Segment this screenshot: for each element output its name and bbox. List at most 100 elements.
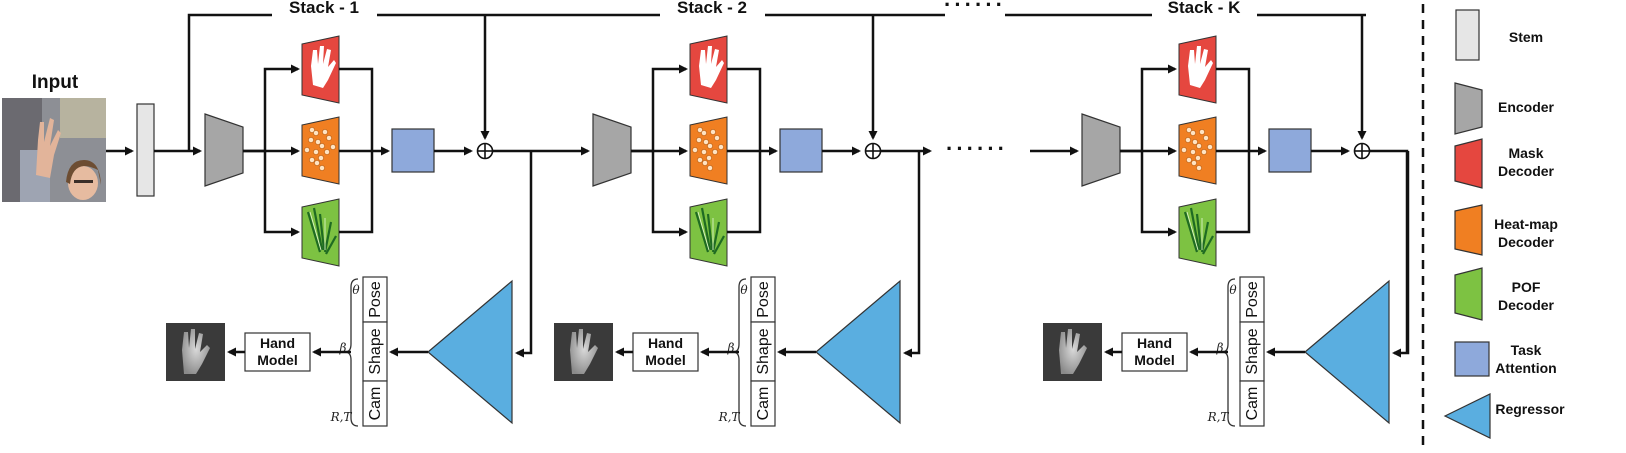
keypoint-icon bbox=[313, 130, 319, 136]
pof-vector-icon bbox=[694, 211, 710, 253]
shape-param-label: Shape bbox=[755, 328, 772, 374]
theta-label: θ bbox=[352, 283, 360, 297]
cam-param-box bbox=[750, 380, 776, 427]
heatmap-decoder-block bbox=[301, 116, 340, 185]
keypoint-icon bbox=[324, 149, 330, 155]
pose-param-box bbox=[750, 276, 776, 323]
pof-vector-icon bbox=[700, 207, 712, 251]
keypoint-icon bbox=[1186, 157, 1192, 163]
pof-vector-icon bbox=[706, 213, 714, 251]
legend-encoder-label: Encoder bbox=[1498, 99, 1555, 115]
pof-vector-icon bbox=[318, 213, 326, 251]
legend-pof-swatch bbox=[1454, 267, 1483, 321]
hand-model-label: Hand bbox=[260, 335, 295, 351]
task-attention-block bbox=[1268, 128, 1312, 173]
keypoint-icon bbox=[1201, 149, 1207, 155]
pof-vector-icon bbox=[1202, 235, 1214, 255]
keypoint-icon bbox=[712, 149, 718, 155]
regressor-block bbox=[427, 279, 513, 425]
legend-attention-label: Task bbox=[1511, 342, 1542, 358]
keypoint-icon bbox=[707, 165, 713, 171]
hand-model-label: Model bbox=[1134, 352, 1174, 368]
skip-connections bbox=[187, 5, 1367, 151]
pof-vector-icon bbox=[325, 235, 337, 255]
hand-mask-icon bbox=[699, 46, 724, 88]
legend-encoder-swatch bbox=[1454, 82, 1483, 135]
task-attention-block bbox=[779, 128, 823, 173]
beta-label: β bbox=[339, 341, 347, 355]
legend-mask-swatch bbox=[1454, 138, 1483, 189]
regressor-block bbox=[815, 279, 901, 425]
legend-heatmap-label: Heat-map bbox=[1494, 216, 1558, 232]
keypoint-icon bbox=[697, 127, 703, 133]
heatmap-decoder-block bbox=[1178, 116, 1217, 185]
keypoint-icon bbox=[701, 149, 707, 155]
encoder-block bbox=[1081, 113, 1121, 187]
pof-vector-icon bbox=[1195, 213, 1203, 251]
shape-param-box bbox=[1239, 321, 1265, 382]
keypoint-icon bbox=[322, 129, 328, 135]
pof-vector-icon bbox=[711, 221, 721, 253]
keypoint-icon bbox=[315, 139, 321, 145]
legend-mask-label: Decoder bbox=[1498, 163, 1555, 179]
keypoint-icon bbox=[706, 155, 712, 161]
pose-param-label: Pose bbox=[1244, 281, 1261, 318]
hand-model-label: Hand bbox=[648, 335, 683, 351]
keypoint-icon bbox=[309, 127, 315, 133]
rendered-hand-icon bbox=[1059, 329, 1087, 374]
cam-param-box bbox=[362, 380, 388, 427]
shape-param-label: Shape bbox=[1244, 328, 1261, 374]
ellipsis-top: ······ bbox=[944, 0, 1006, 17]
pose-param-label: Pose bbox=[755, 281, 772, 318]
heatmap-decoder-block bbox=[689, 116, 728, 185]
keypoint-icon bbox=[1185, 137, 1191, 143]
pof-vector-icon bbox=[1183, 211, 1199, 253]
hand-model-box bbox=[1121, 332, 1188, 372]
hand-model-label: Model bbox=[257, 352, 297, 368]
stack-k-title: Stack - K bbox=[1168, 0, 1241, 17]
pof-vector-icon bbox=[713, 235, 725, 255]
beta-label: β bbox=[1216, 341, 1224, 355]
keypoint-icon bbox=[692, 147, 698, 153]
keypoint-icon bbox=[714, 135, 720, 141]
keypoint-icon bbox=[696, 137, 702, 143]
keypoint-icon bbox=[707, 143, 713, 149]
keypoint-icon bbox=[326, 135, 332, 141]
stack-2-title: Stack - 2 bbox=[677, 0, 747, 17]
stem-block bbox=[136, 103, 155, 197]
legend-mask-label: Mask bbox=[1508, 145, 1543, 161]
hand-mask-icon bbox=[311, 46, 336, 88]
input-label: Input bbox=[32, 72, 79, 93]
keypoint-icon bbox=[1196, 165, 1202, 171]
pof-highlight-icon bbox=[697, 211, 710, 251]
keypoint-icon bbox=[309, 157, 315, 163]
legend-regressor-label: Regressor bbox=[1495, 401, 1565, 417]
keypoint-icon bbox=[702, 160, 708, 166]
encoder-block bbox=[204, 113, 244, 187]
legend-attention-label: Attention bbox=[1495, 360, 1556, 376]
legend-heatmap-label: Decoder bbox=[1498, 234, 1555, 250]
stack-1-title: Stack - 1 bbox=[289, 0, 359, 17]
keypoint-icon bbox=[1186, 127, 1192, 133]
ellipsis-middle: ······ bbox=[946, 136, 1008, 161]
pof-vector-icon bbox=[1189, 207, 1201, 251]
keypoint-icon bbox=[330, 144, 336, 150]
encoder-block bbox=[592, 113, 632, 187]
hand-model-box bbox=[632, 332, 699, 372]
rendered-hand-icon bbox=[570, 329, 598, 374]
legend-stem-swatch bbox=[1455, 9, 1480, 61]
keypoint-icon bbox=[1192, 139, 1198, 145]
keypoint-icon bbox=[1191, 160, 1197, 166]
pof-highlight-icon bbox=[309, 211, 322, 251]
pof-vector-icon bbox=[1200, 221, 1210, 253]
pof-vector-icon bbox=[312, 207, 324, 251]
beta-label: β bbox=[727, 341, 735, 355]
input-image bbox=[2, 98, 106, 202]
keypoint-icon bbox=[701, 130, 707, 136]
legend-heatmap-swatch bbox=[1454, 204, 1483, 256]
legend-stem-label: Stem bbox=[1509, 29, 1543, 45]
keypoint-icon bbox=[718, 144, 724, 150]
regressor-block bbox=[1304, 279, 1390, 425]
